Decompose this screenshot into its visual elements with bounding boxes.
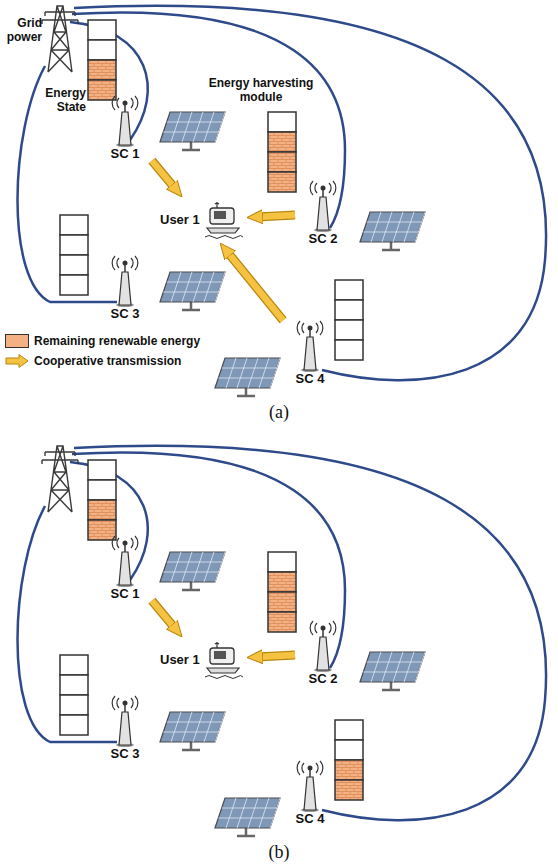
solar-panel xyxy=(160,552,225,590)
small-cell-tower xyxy=(285,760,335,812)
small-cell-tower xyxy=(100,255,150,307)
small-cell-tower xyxy=(285,320,335,372)
grid-pylon xyxy=(42,6,78,72)
legend: Remaining renewable energyCooperative tr… xyxy=(5,334,200,368)
node-label: SC 1 xyxy=(111,147,140,162)
user-node: User 1 xyxy=(160,200,243,240)
node-label: User 1 xyxy=(160,213,200,228)
panel-illustration xyxy=(18,6,547,396)
small-cell-tower xyxy=(298,620,348,672)
small-cell-tower xyxy=(100,695,150,747)
energy-state-bar xyxy=(335,280,363,360)
power-wire xyxy=(72,452,345,668)
cooperative-transmission-arrow xyxy=(262,215,295,217)
small-cell-node: SC 3 xyxy=(100,255,150,322)
node-label: SC 3 xyxy=(111,307,140,322)
small-cell-node: SC 4 xyxy=(285,760,335,827)
legend-arrow-sample xyxy=(5,354,29,368)
cooperative-transmission-arrow xyxy=(152,161,173,186)
legend-row: Cooperative transmission xyxy=(5,354,200,368)
energy-state-bar xyxy=(268,112,296,192)
user-device xyxy=(203,640,243,680)
power-wire xyxy=(70,22,148,140)
node-label: SC 4 xyxy=(296,812,325,827)
cooperative-transmission-arrow xyxy=(152,601,173,626)
small-cell-node: SC 1 xyxy=(100,95,150,162)
legend-row: Remaining renewable energy xyxy=(5,334,200,348)
node-label: SC 2 xyxy=(309,672,338,687)
power-wire xyxy=(70,462,148,580)
solar-panel xyxy=(160,272,225,310)
small-cell-tower xyxy=(298,180,348,232)
small-cell-node: SC 3 xyxy=(100,695,150,762)
small-cell-node: SC 2 xyxy=(298,620,348,687)
panel-illustration xyxy=(18,446,547,836)
user-node: User 1 xyxy=(160,640,243,680)
node-label: SC 2 xyxy=(309,232,338,247)
power-wire xyxy=(18,506,118,742)
energy-state-bar xyxy=(268,552,296,632)
small-cell-tower xyxy=(100,535,150,587)
power-wire xyxy=(72,12,345,228)
node-label: User 1 xyxy=(160,653,200,668)
node-label: SC 3 xyxy=(111,747,140,762)
power-wire xyxy=(74,6,546,381)
small-cell-node: SC 2 xyxy=(298,180,348,247)
solar-panel xyxy=(215,358,280,396)
energy-state-bar xyxy=(335,720,363,800)
power-wire xyxy=(18,66,118,302)
energy-state-bar xyxy=(88,20,116,100)
panel-caption: (b) xyxy=(0,842,558,864)
small-cell-node: SC 1 xyxy=(100,535,150,602)
energy-state-bar xyxy=(60,215,88,295)
solar-panel xyxy=(215,798,280,836)
energy-state-bar xyxy=(88,460,116,540)
grid-pylon xyxy=(42,446,78,512)
user-device xyxy=(203,200,243,240)
node-label: SC 1 xyxy=(111,587,140,602)
solar-panel xyxy=(160,112,225,150)
component-label: Grid power xyxy=(0,16,42,45)
energy-state-bar xyxy=(60,655,88,735)
solar-panel xyxy=(360,652,425,690)
component-label: Energy harvesting module xyxy=(205,76,317,105)
solar-panel xyxy=(360,212,425,250)
solar-panel xyxy=(160,712,225,750)
cooperative-transmission-arrow xyxy=(262,655,295,657)
small-cell-node: SC 4 xyxy=(285,320,335,387)
legend-swatch xyxy=(5,334,29,348)
cooperative-transmission-arrow xyxy=(230,255,283,321)
panel-caption: (a) xyxy=(0,402,558,424)
small-cell-tower xyxy=(100,95,150,147)
legend-text: Cooperative transmission xyxy=(34,354,181,368)
power-wire xyxy=(74,446,546,821)
component-label: Energy State xyxy=(38,86,86,115)
node-label: SC 4 xyxy=(296,372,325,387)
legend-text: Remaining renewable energy xyxy=(34,334,200,348)
